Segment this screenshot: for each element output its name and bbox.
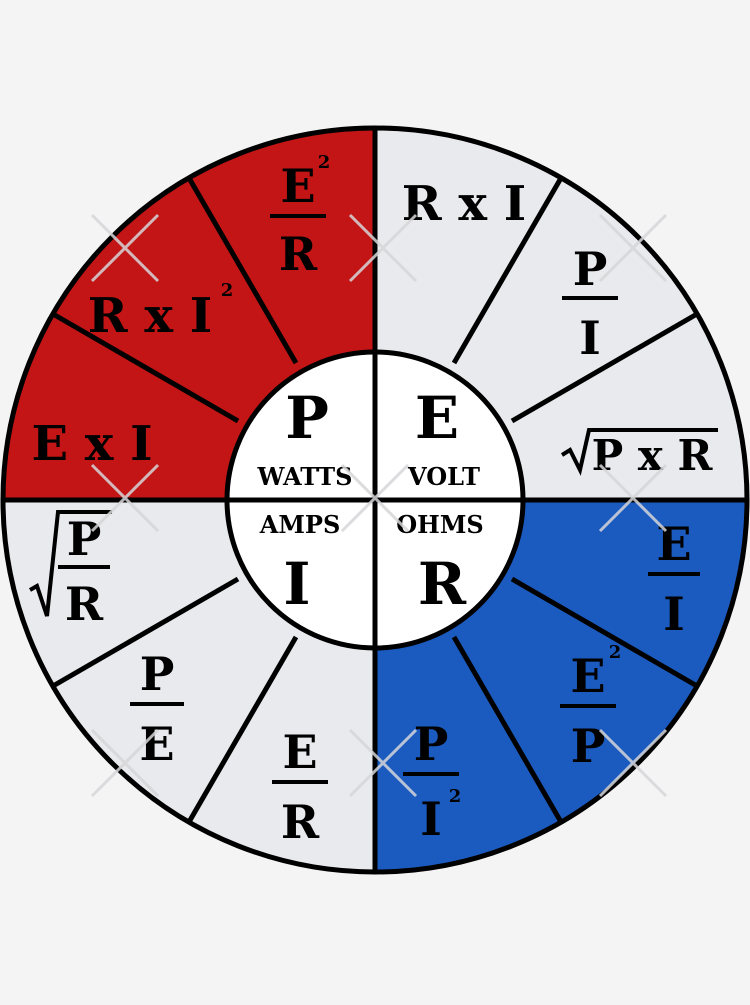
formula-p-over-e: P E [130, 647, 184, 771]
formula-numerator: P [573, 242, 608, 296]
voltage-symbol: E [415, 384, 459, 452]
current-unit: AMPS [259, 510, 341, 539]
watermark-mark [598, 213, 668, 283]
formula-denominator: R [279, 227, 318, 281]
power-unit: WATTS [257, 462, 353, 491]
formula-numerator: E [570, 649, 605, 703]
divider-volt-1 [451, 176, 564, 365]
sqrt-icon [29, 510, 112, 617]
formula-p-over-i2: P I 2 [403, 717, 461, 846]
formula-denominator: R [281, 795, 320, 849]
formula-denominator: I [420, 792, 442, 846]
outer-ring [0, 125, 750, 875]
watermark-mark [598, 728, 668, 798]
formula-sqrt-p-over-r: P R [29, 510, 112, 631]
watermark-mark [90, 463, 160, 533]
formula-superscript: 2 [609, 642, 622, 663]
formula-sqrt-p-x-r: P x R [560, 428, 718, 480]
formula-numerator: E [282, 725, 317, 779]
resistance-unit: OHMS [396, 510, 483, 539]
voltage-unit: VOLT [407, 462, 480, 491]
formula-superscript: 2 [318, 152, 331, 173]
formula-denominator: I [663, 587, 685, 641]
resistance-symbol: R [418, 550, 467, 618]
formula-denominator: P [571, 719, 606, 773]
watermark-mark [90, 728, 160, 798]
formula-numerator: P [414, 717, 449, 771]
formula-denominator: R [65, 577, 104, 631]
formula-e-over-i: E I [648, 517, 700, 641]
formula-r-x-i: R x I [402, 176, 526, 232]
formula-e-over-r: E R [272, 725, 328, 849]
divider-ohms-1 [510, 576, 699, 689]
divider-amps-1 [51, 576, 240, 689]
current-symbol: I [283, 550, 310, 618]
formula-numerator: P [67, 512, 102, 566]
watermark-mark [348, 213, 418, 283]
formula-e2-over-r: E 2 R [270, 152, 330, 281]
formula-e2-over-p: E 2 P [560, 642, 621, 773]
formula-text: P x R [592, 431, 714, 480]
watermark-mark [340, 463, 410, 533]
formula-numerator: P [140, 647, 175, 701]
divider-watts-2 [51, 311, 240, 424]
formula-r-x-i2: R x I 2 [88, 280, 233, 344]
divider-amps-2 [186, 635, 299, 824]
divider-watts-1 [186, 176, 299, 365]
formula-e-x-i: E x I [31, 416, 152, 472]
formula-superscript: 2 [449, 786, 462, 807]
formula-p-over-i: P I [562, 242, 618, 365]
divider-ohms-2 [451, 635, 564, 824]
watermark-mark [348, 728, 418, 798]
sqrt-icon [560, 428, 718, 476]
watermark-mark [90, 213, 160, 283]
divider-volt-2 [510, 311, 699, 424]
formula-superscript: 2 [221, 280, 234, 301]
watermark-pattern [90, 213, 668, 798]
formula-text: R x I [88, 288, 212, 344]
watermark-mark [598, 463, 668, 533]
formula-numerator: E [280, 159, 315, 213]
formula-denominator: I [579, 311, 601, 365]
power-symbol: P [285, 384, 329, 452]
